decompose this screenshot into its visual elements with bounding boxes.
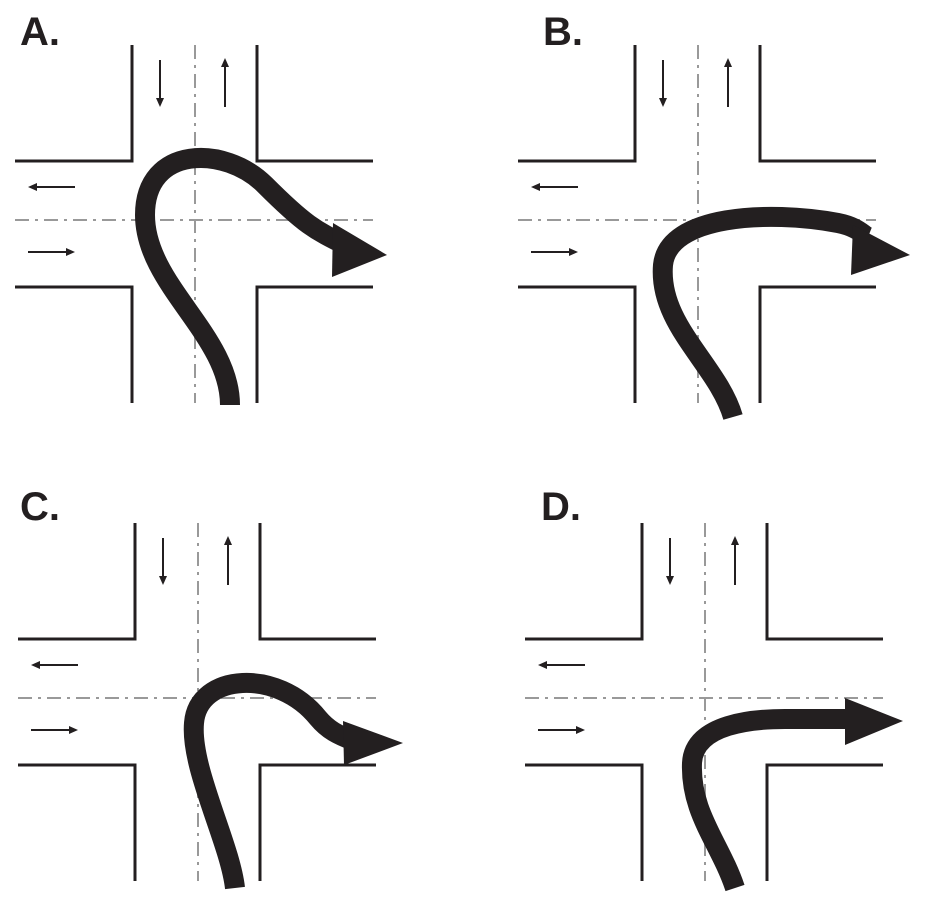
panel-b-curb-bottom-right bbox=[758, 285, 876, 403]
panel-d-curb-top-left bbox=[525, 523, 644, 641]
panel-d bbox=[525, 523, 903, 892]
panel-c-curb-top-right bbox=[258, 523, 376, 641]
panel-a-curb-top-right bbox=[255, 45, 373, 163]
panel-b-lane-arrow-up-head bbox=[724, 58, 732, 67]
panel-c bbox=[18, 523, 403, 890]
panel-a-lane-arrow-right-head bbox=[66, 248, 75, 256]
panel-d-label: D. bbox=[541, 485, 581, 529]
panel-b-curb-top-left bbox=[518, 45, 637, 163]
panel-b-lane-arrow-right-head bbox=[569, 248, 578, 256]
panel-a-lane-arrow-down-head bbox=[156, 98, 164, 107]
panel-c-lane-arrow-down-head bbox=[159, 576, 167, 585]
panel-c-lane-arrow-right-head bbox=[69, 726, 78, 734]
panel-b bbox=[518, 45, 910, 421]
panel-c-lane-arrow-up-head bbox=[224, 536, 232, 545]
panel-c-turn-path bbox=[183, 673, 358, 890]
panel-c-lane-arrow-left-head bbox=[31, 661, 40, 669]
panel-a-curb-bottom-left bbox=[15, 285, 134, 403]
panel-d-lane-arrow-down-head bbox=[666, 576, 674, 585]
panel-a-turn-arrowhead bbox=[332, 223, 387, 277]
panel-d-lane-arrow-left-head bbox=[538, 661, 547, 669]
panel-c-curb-bottom-right bbox=[258, 763, 376, 881]
panel-d-lane-arrow-right-head bbox=[576, 726, 585, 734]
panel-d-curb-bottom-left bbox=[525, 763, 644, 881]
panel-c-curb-bottom-left bbox=[18, 763, 137, 881]
panel-c-curb-top-left bbox=[18, 523, 137, 641]
panel-d-turn-path bbox=[681, 709, 845, 892]
panel-b-lane-arrow-down-head bbox=[659, 98, 667, 107]
panel-b-lane-arrow-left-head bbox=[531, 183, 540, 191]
panel-a-turn-path bbox=[135, 148, 350, 406]
panel-b-turn-arrowhead bbox=[851, 225, 910, 275]
panel-c-label: C. bbox=[20, 485, 60, 529]
panel-b-turn-path bbox=[652, 206, 873, 421]
panel-b-label: B. bbox=[543, 10, 583, 54]
panel-d-curb-bottom-right bbox=[765, 763, 883, 881]
panel-c-turn-arrowhead bbox=[343, 721, 403, 765]
panel-b-curb-top-right bbox=[758, 45, 876, 163]
panel-a-curb-top-left bbox=[15, 45, 134, 163]
panel-a-lane-arrow-left-head bbox=[28, 183, 37, 191]
panel-a-label: A. bbox=[20, 10, 60, 54]
panel-b-curb-bottom-left bbox=[518, 285, 637, 403]
panel-d-turn-arrowhead bbox=[845, 698, 903, 745]
panel-a-curb-bottom-right bbox=[255, 285, 373, 403]
panel-d-lane-arrow-up-head bbox=[731, 536, 739, 545]
panel-d-curb-top-right bbox=[765, 523, 883, 641]
panel-a-lane-arrow-up-head bbox=[221, 58, 229, 67]
panel-a bbox=[15, 45, 387, 406]
